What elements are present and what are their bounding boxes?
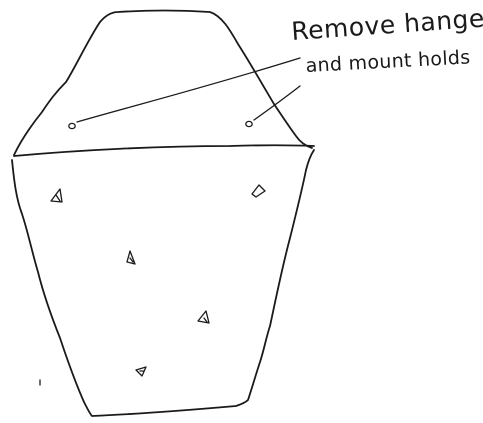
upper-panel-outline bbox=[14, 11, 312, 156]
hold-marker-2 bbox=[252, 185, 265, 197]
panel-divider-line bbox=[14, 145, 314, 156]
hold-marker-5 bbox=[136, 367, 146, 376]
hanger-hole-right bbox=[246, 121, 252, 126]
annotation-line-1: Remove hangers bbox=[290, 2, 483, 46]
hanger-hole-left bbox=[69, 123, 75, 128]
hold-marker-3 bbox=[127, 251, 135, 264]
hold-marker-4 bbox=[198, 311, 209, 323]
leader-line-right bbox=[254, 86, 300, 120]
hold-marker-1 bbox=[51, 189, 62, 202]
annotation-line-2: and mount holds bbox=[305, 46, 471, 77]
lower-panel-outline bbox=[12, 150, 314, 416]
